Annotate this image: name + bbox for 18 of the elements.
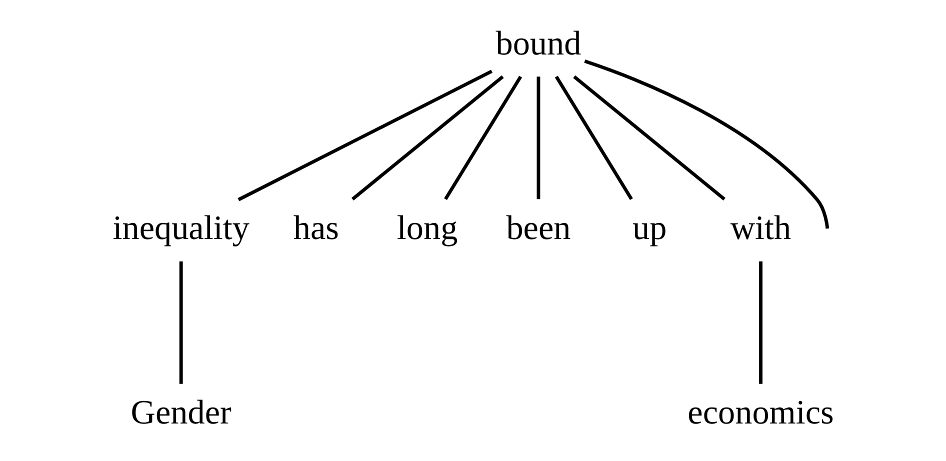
node-text: been	[506, 210, 570, 248]
connector	[572, 75, 725, 200]
node-text: long	[396, 210, 458, 248]
node-text: bound	[495, 25, 581, 62]
node-text: has	[292, 210, 338, 248]
node-text: economics	[687, 394, 834, 432]
connector	[584, 60, 829, 229]
connector	[178, 261, 182, 384]
node-text: up	[632, 210, 666, 248]
node-text: with	[730, 210, 791, 248]
node-text: inequality	[112, 210, 249, 248]
node-text: Gender	[130, 394, 231, 432]
connector	[554, 76, 632, 200]
connector	[350, 75, 504, 200]
connector	[758, 261, 762, 384]
connector	[444, 76, 522, 200]
connector	[536, 76, 540, 200]
connector	[237, 70, 492, 202]
